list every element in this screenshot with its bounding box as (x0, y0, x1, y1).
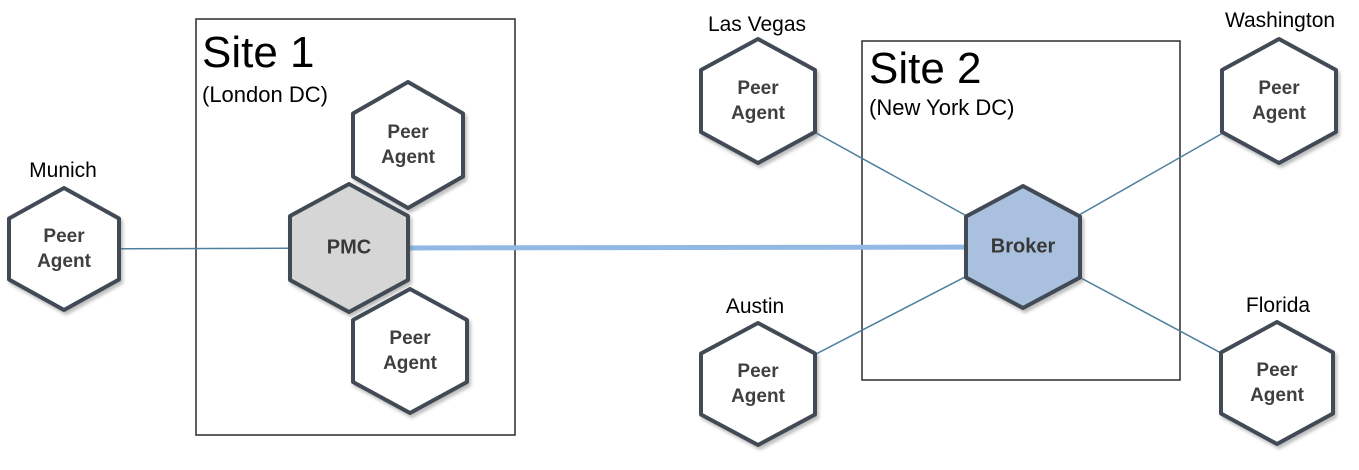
hexagon-washington-peer-agent (1220, 37, 1338, 165)
hexagon-florida-peer-agent (1219, 320, 1335, 446)
site2-box (861, 40, 1181, 381)
site1-box (195, 18, 516, 436)
hexagon-austin-peer-agent (699, 321, 817, 447)
hexagon-pmc (288, 182, 410, 314)
link-pmc-broker (348, 244, 1024, 251)
hexagon-site1-peer-agent-top (351, 80, 465, 210)
hexagon-site1-peer-agent-bottom (351, 287, 469, 415)
hexagon-lasvegas-peer-agent (699, 37, 817, 165)
hexagon-munich-peer-agent (7, 186, 121, 312)
hexagon-broker (964, 184, 1082, 310)
